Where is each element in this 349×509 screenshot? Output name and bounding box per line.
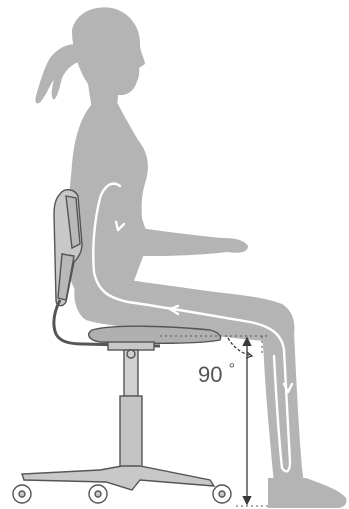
head [72,7,145,110]
angle-value: 90 [198,362,222,387]
ponytail [35,44,78,103]
chair-lift-lower [120,396,142,468]
forearm [140,228,248,256]
foot [268,478,347,508]
angle-unit: ° [229,361,235,378]
chair-base [22,466,214,490]
chair-caster-left-hub [19,491,25,497]
angle-label: 90 ° [198,361,235,387]
chair-caster-center-hub [95,491,101,497]
chair-caster-right-hub [219,491,225,497]
chair-seat [89,326,221,343]
chair-lift-lever [127,350,135,358]
height-arrow-bottom [243,496,251,504]
seated-person-silhouette [35,7,346,508]
chair-seat-bracket [108,342,154,350]
